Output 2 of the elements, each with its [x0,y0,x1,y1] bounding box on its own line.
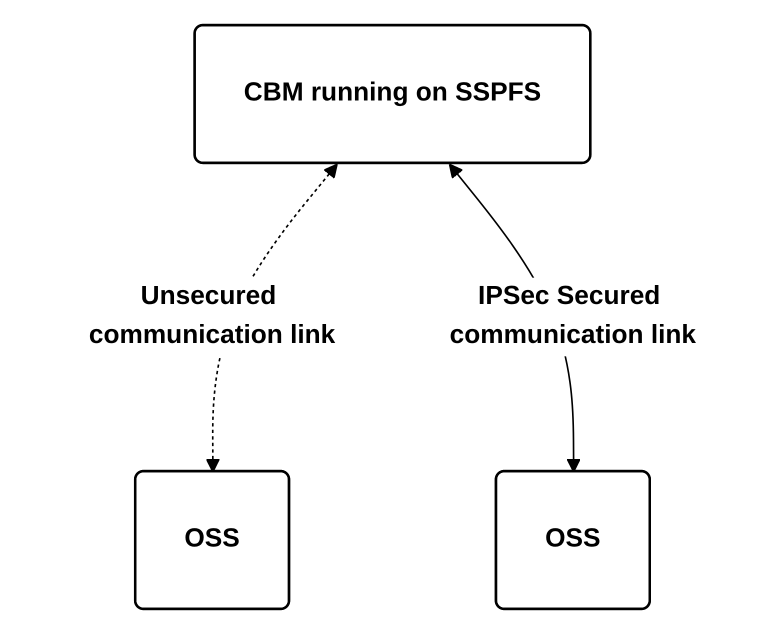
edge-label: Unsecured communication link [88,282,335,350]
edge-label: IPSec Secured communication link [449,282,696,350]
